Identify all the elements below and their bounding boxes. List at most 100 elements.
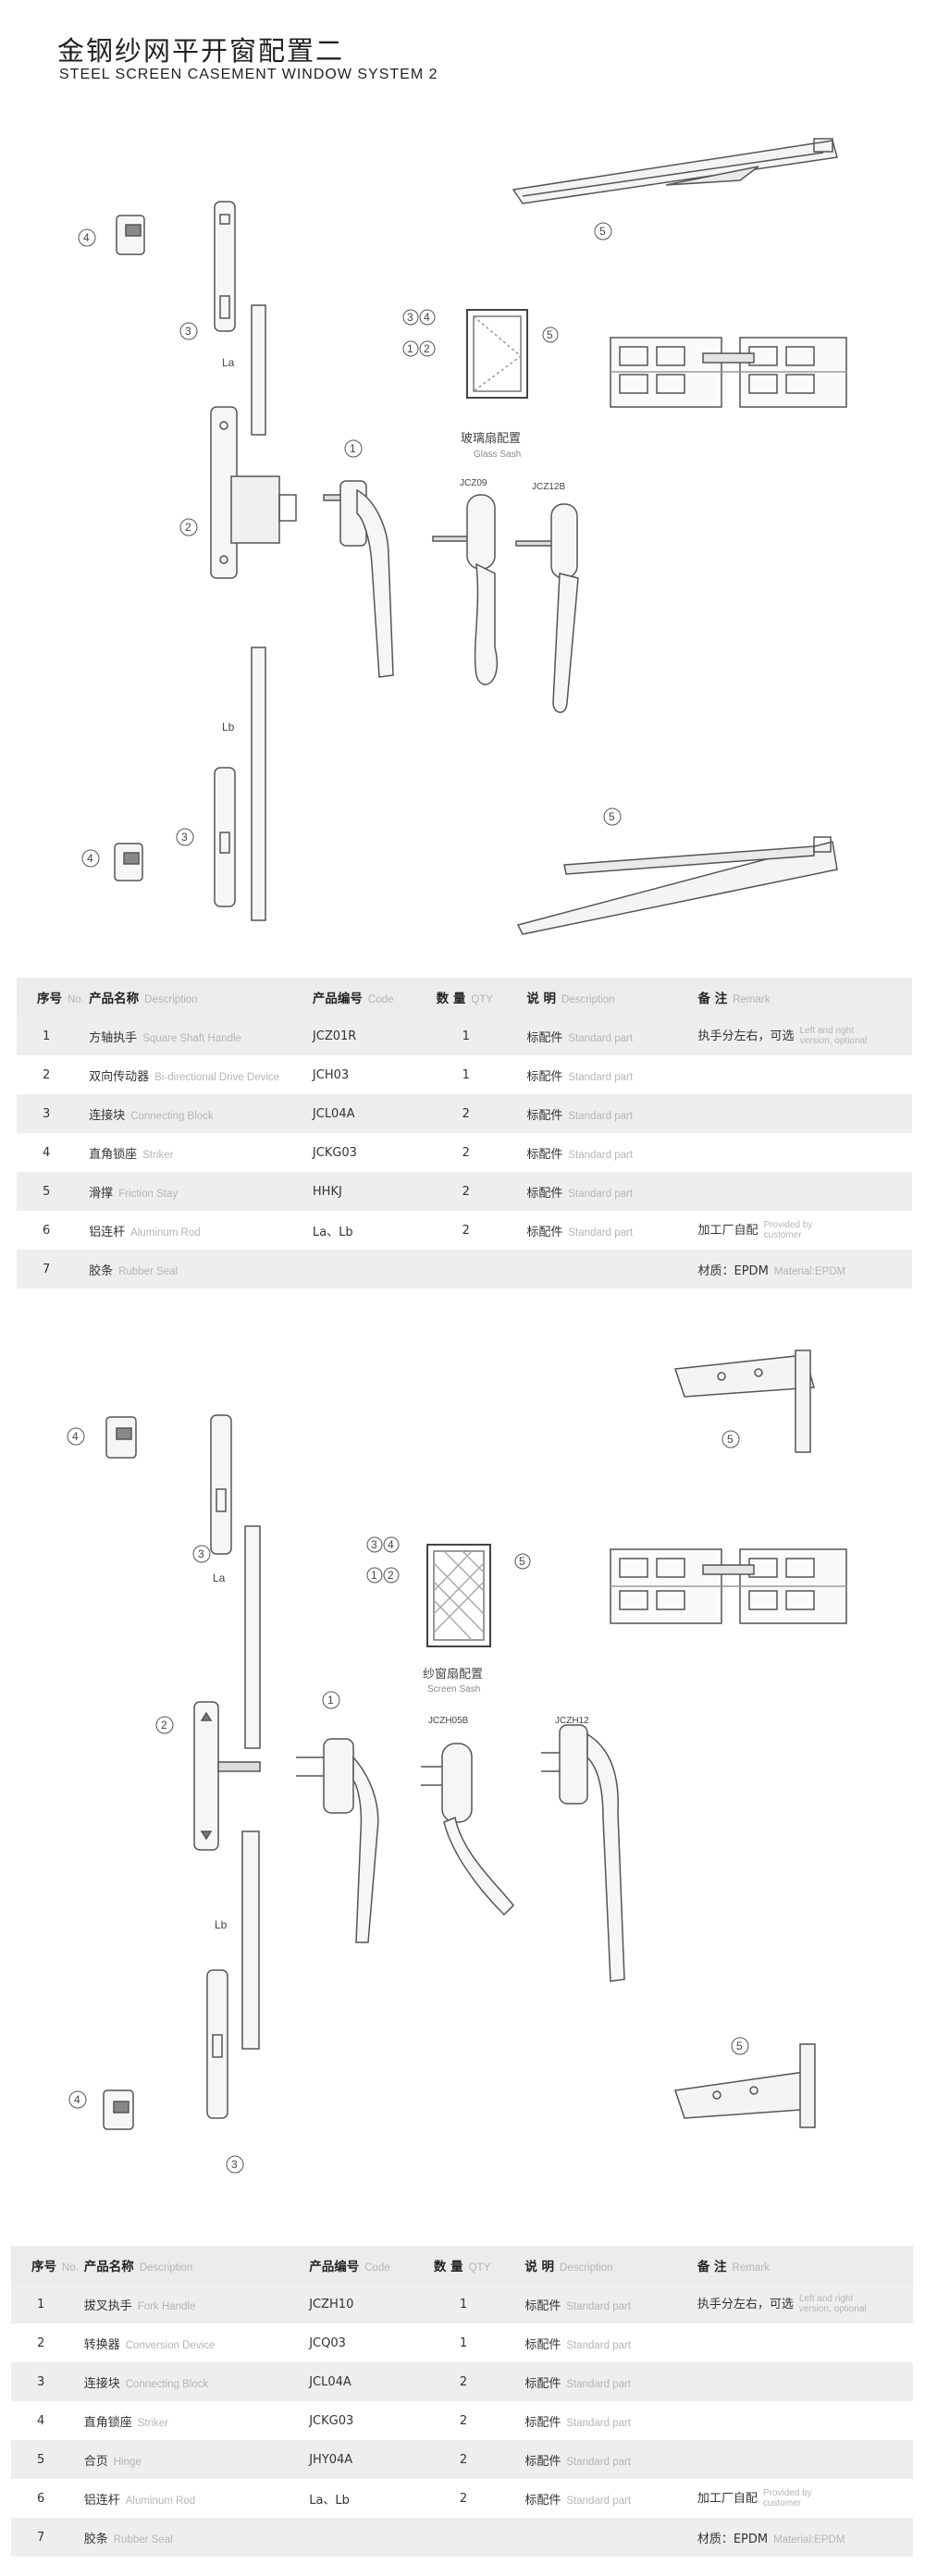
striker-bottom (114, 843, 143, 881)
svg-text:5: 5 (599, 225, 606, 238)
label-la: La (222, 356, 235, 369)
label-lb: Lb (215, 1918, 228, 1931)
label-glass-sash-zh: 玻璃扇配置 (461, 431, 521, 445)
svg-text:2: 2 (424, 342, 430, 355)
page-title-en: STEEL SCREEN CASEMENT WINDOW SYSTEM 2 (59, 67, 438, 82)
friction-stay-top (512, 138, 838, 204)
svg-text:1: 1 (350, 442, 356, 455)
svg-text:3: 3 (407, 311, 413, 324)
svg-text:3: 3 (198, 1547, 204, 1560)
svg-text:5: 5 (547, 328, 553, 341)
svg-text:4: 4 (424, 311, 430, 324)
svg-text:3: 3 (181, 831, 188, 844)
connecting-block-bottom (214, 767, 236, 907)
svg-text:4: 4 (87, 852, 93, 865)
callout-5-top: 5 (594, 222, 612, 240)
callout-2: 2 (155, 1716, 174, 1734)
callout-3-bottom: 3 (226, 2155, 244, 2174)
svg-text:1: 1 (407, 342, 413, 355)
svg-text:5: 5 (727, 1433, 734, 1446)
svg-text:4: 4 (72, 1430, 79, 1443)
screen-sash-hardware-diagram: 4 3 2 1 3 4 5 5 3 4 1 2 5 La Lb JCZH05B … (67, 1350, 847, 2174)
svg-text:1: 1 (327, 1694, 334, 1707)
callout-1: 1 (322, 1691, 340, 1709)
striker-bottom (103, 2089, 134, 2130)
svg-text:5: 5 (736, 2040, 743, 2052)
connecting-block-top (210, 1414, 232, 1555)
callout-5-bottom: 5 (731, 2037, 749, 2055)
aluminum-rod-lb (251, 647, 266, 921)
square-shaft-handle (323, 480, 394, 678)
label-screen-sash-en: Screen Sash (427, 1684, 480, 1695)
callout-4-bottom: 4 (81, 849, 100, 868)
sash-callouts: 3 4 1 2 5 (366, 1536, 531, 1584)
connecting-block-top (214, 201, 236, 332)
fork-handle (296, 1738, 379, 1943)
callout-5-top: 5 (722, 1430, 740, 1448)
handle-jczh12 (541, 1724, 625, 1982)
handle-jczh05b (421, 1743, 514, 1917)
svg-text:5: 5 (519, 1555, 525, 1568)
callout-3-top: 3 (179, 322, 198, 340)
callout-4-bottom: 4 (68, 2090, 87, 2109)
svg-text:3: 3 (371, 1538, 377, 1551)
conversion-device (193, 1701, 261, 1851)
callout-4-top: 4 (78, 228, 96, 247)
callout-2: 2 (179, 518, 198, 536)
label-lb: Lb (222, 721, 235, 733)
callout-4-top: 4 (67, 1427, 85, 1446)
svg-text:4: 4 (74, 2093, 80, 2106)
callout-1: 1 (344, 439, 363, 458)
handle-jcz12b (515, 503, 579, 713)
hinge-bottom (674, 2043, 816, 2128)
label-handle-b: JCZ12B (532, 482, 565, 492)
callout-5-bottom: 5 (603, 807, 622, 826)
label-handle-a: JCZ09 (460, 478, 487, 488)
window-section-profile-top (610, 337, 847, 408)
callout-3-bottom: 3 (176, 828, 194, 846)
svg-text:2: 2 (388, 1569, 394, 1582)
aluminum-rod-la (244, 1525, 261, 1749)
svg-text:3: 3 (231, 2158, 238, 2171)
svg-text:3: 3 (185, 325, 191, 338)
label-handle-b: JCZH12 (555, 1716, 589, 1726)
label-handle-a: JCZH05B (428, 1716, 469, 1726)
aluminum-rod-lb (241, 1830, 260, 2050)
svg-text:4: 4 (388, 1538, 394, 1551)
label-glass-sash-en: Glass Sash (474, 450, 521, 460)
svg-text:5: 5 (609, 810, 615, 823)
handle-jcz09 (432, 494, 498, 685)
svg-text:4: 4 (83, 231, 90, 244)
glass-sash-frame (466, 309, 528, 399)
aluminum-rod-la (251, 304, 266, 436)
hinge-top (673, 1350, 815, 1453)
svg-text:1: 1 (371, 1569, 377, 1582)
friction-stay-bottom (516, 836, 838, 935)
drive-device (210, 406, 297, 579)
page-title-zh: 金钢纱网平开窗配置二 (57, 35, 345, 67)
svg-text:2: 2 (161, 1719, 167, 1732)
striker-top (105, 1416, 137, 1459)
window-section-profile-bottom (610, 1548, 847, 1624)
callout-3-top: 3 (192, 1545, 211, 1563)
label-screen-sash-zh: 纱窗扇配置 (423, 1667, 483, 1681)
screen-sash-frame (426, 1544, 491, 1647)
connecting-block-bottom (206, 1969, 228, 2119)
